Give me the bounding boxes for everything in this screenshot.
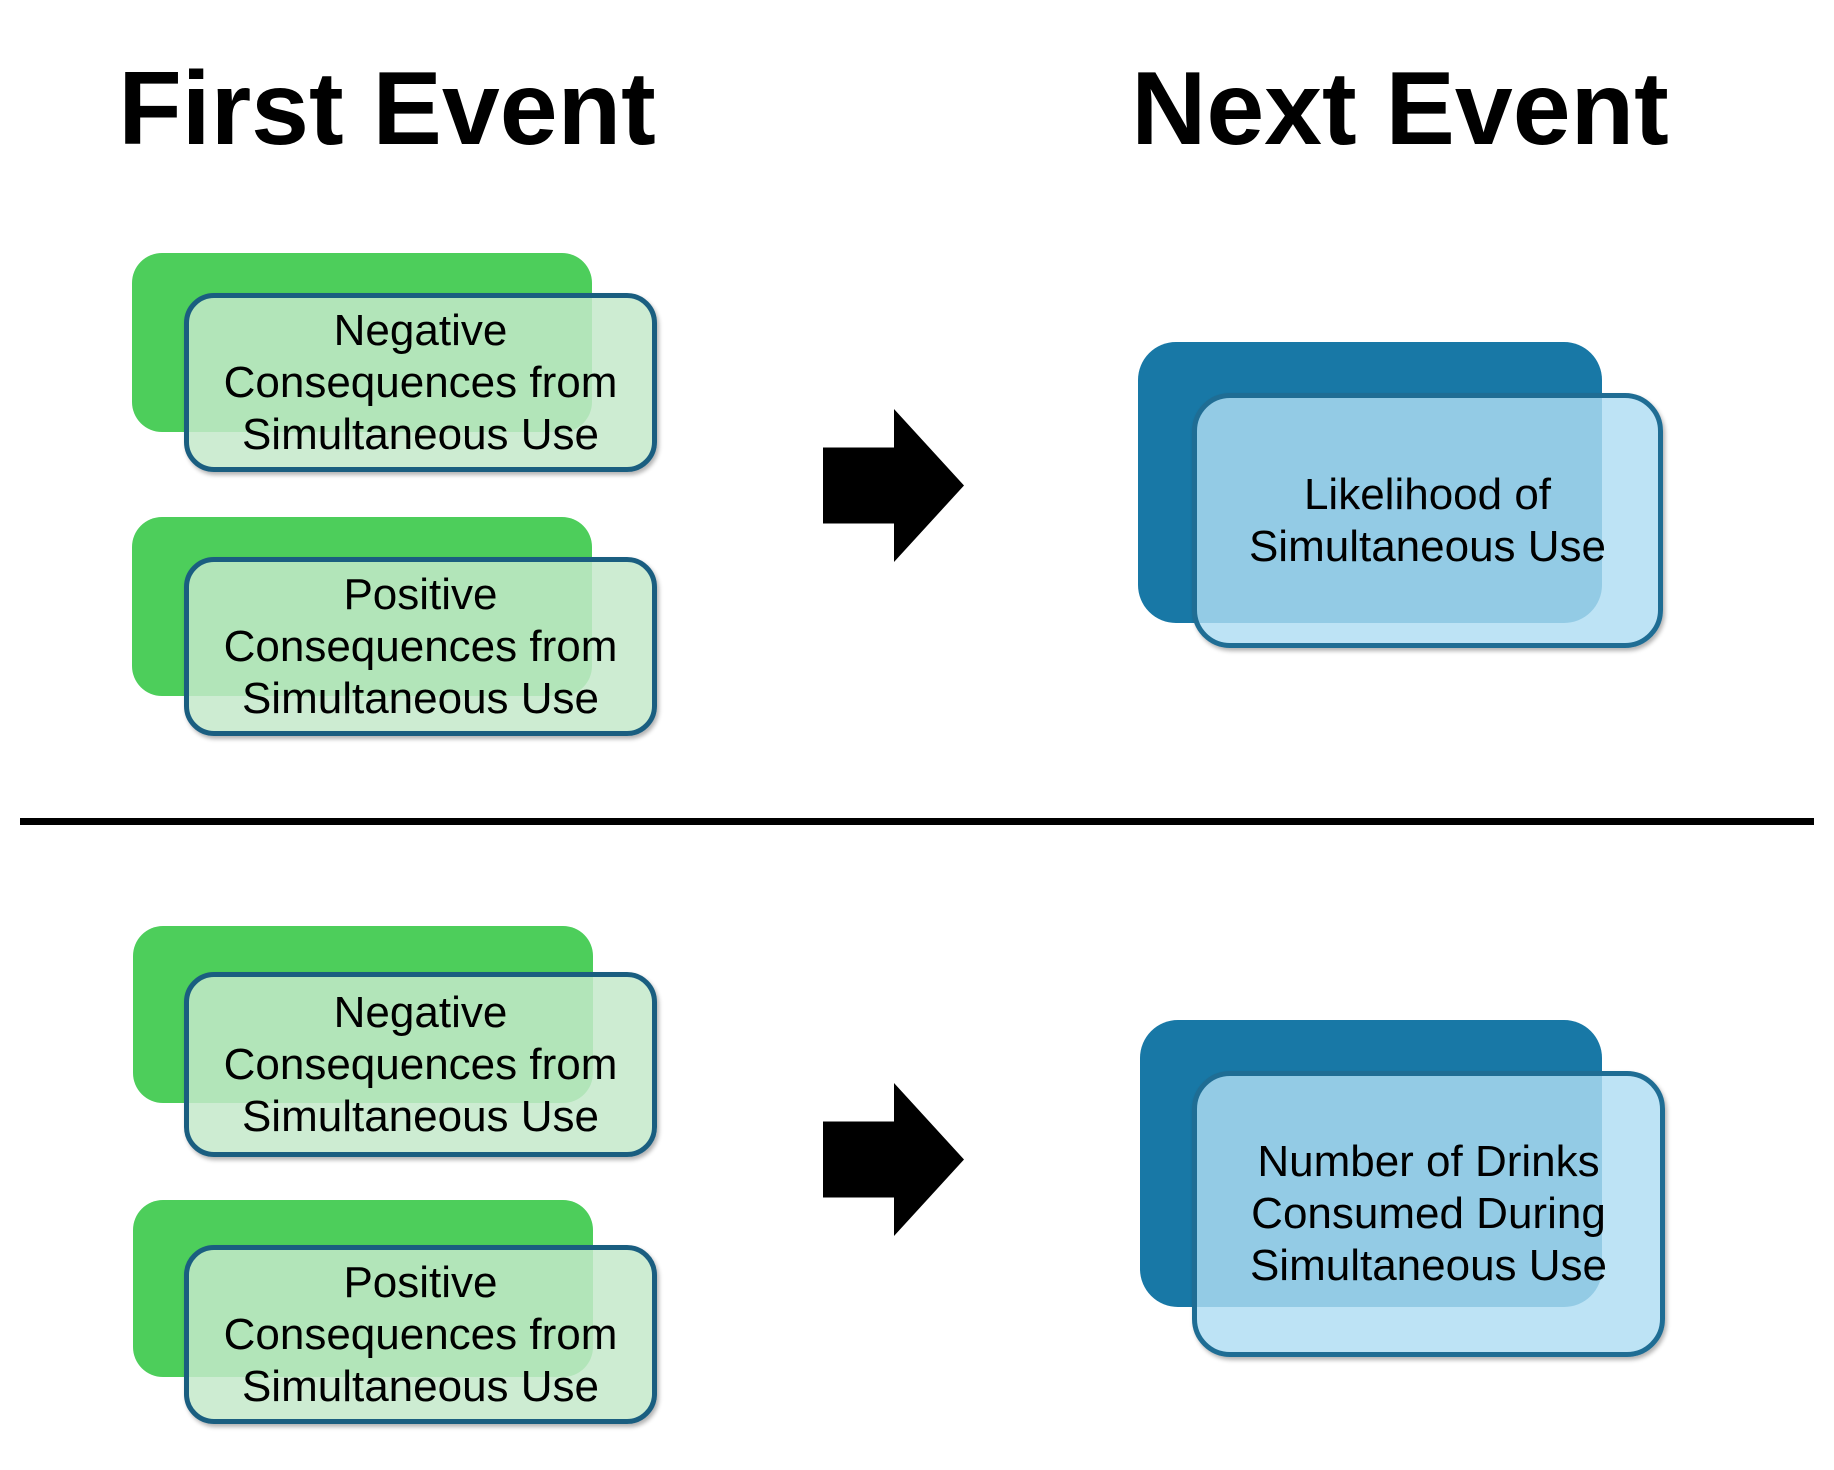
right-arrow-icon [823,1083,964,1236]
box-negative-consequences-bottom: Negative Consequences from Simultaneous … [184,972,657,1157]
box-negative-consequences-top: Negative Consequences from Simultaneous … [184,293,657,472]
column-title-first-event: First Event [118,51,656,167]
column-title-next-event: Next Event [1131,51,1669,167]
box-label: Negative Consequences from Simultaneous … [223,987,618,1141]
box-label: Positive Consequences from Simultaneous … [223,1257,618,1411]
box-label: Number of Drinks Consumed During Simulta… [1249,1137,1608,1290]
box-likelihood-of-simultaneous-use: Likelihood of Simultaneous Use [1192,393,1663,648]
right-arrow-icon [823,409,964,562]
box-label: Likelihood of Simultaneous Use [1248,469,1607,571]
box-label: Positive Consequences from Simultaneous … [223,569,618,723]
section-divider-line [20,818,1814,825]
box-positive-consequences-bottom: Positive Consequences from Simultaneous … [184,1245,657,1424]
box-label: Negative Consequences from Simultaneous … [223,305,618,459]
box-number-of-drinks: Number of Drinks Consumed During Simulta… [1192,1071,1665,1357]
box-positive-consequences-top: Positive Consequences from Simultaneous … [184,557,657,736]
